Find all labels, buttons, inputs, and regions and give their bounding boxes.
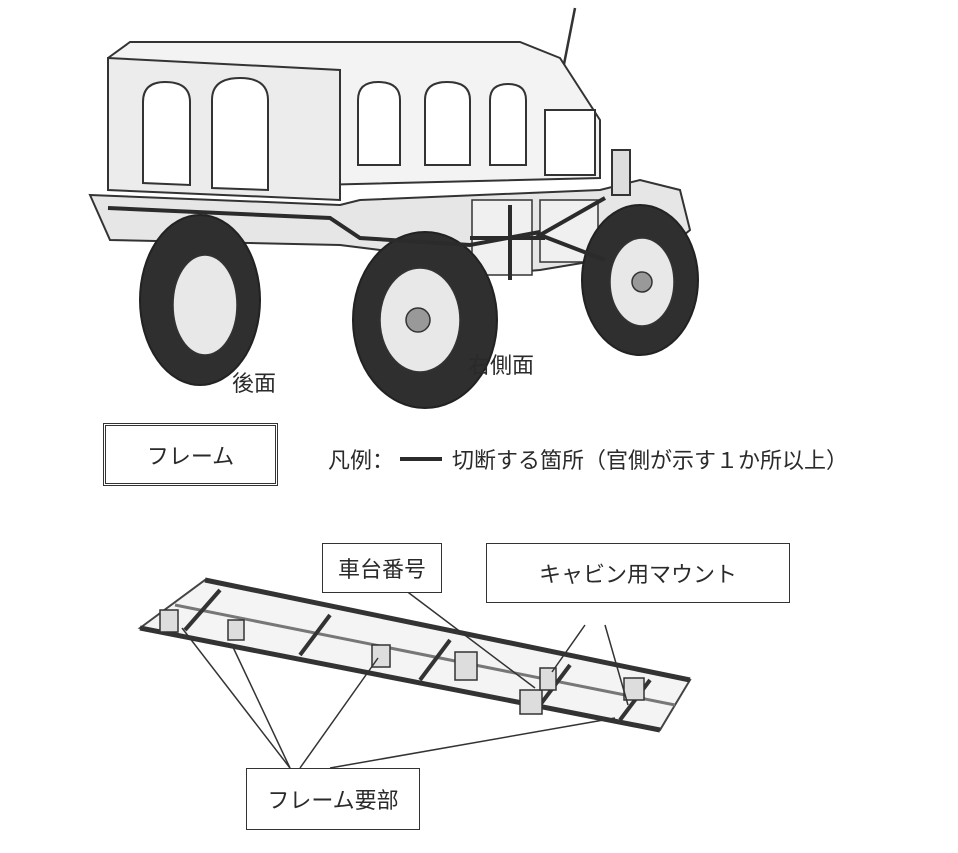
callout-lines	[181, 589, 629, 769]
cut-line-body	[107, 206, 541, 248]
callout-cabin-mount: キャビン用マウント	[486, 543, 790, 603]
legend-line-sample	[400, 457, 443, 461]
side-window-2	[424, 80, 471, 166]
callout-frame-main: フレーム要部	[246, 768, 420, 830]
side-window-3	[489, 82, 527, 166]
label-right-side-view: 右側面	[468, 354, 535, 379]
frame-title: フレーム	[146, 444, 235, 470]
legend-prefix: 凡例：	[328, 449, 395, 474]
side-window-1	[357, 80, 401, 166]
label-rear-view: 後面	[232, 372, 277, 397]
cut-line-front	[535, 196, 606, 262]
snorkel	[611, 149, 631, 196]
legend: 凡例： 切断する箇所（官側が示す１か所以上）	[328, 443, 848, 475]
rear-wheel-hub	[172, 254, 238, 356]
rear-window-right	[211, 76, 269, 192]
frame-title-box: フレーム	[103, 423, 278, 486]
rear-window-left	[142, 80, 191, 187]
cab-window	[544, 109, 596, 176]
callout-chassis-number: 車台番号	[322, 543, 442, 593]
frame-illustration	[137, 577, 692, 733]
legend-text: 切断する箇所（官側が示す１か所以上）	[452, 449, 849, 474]
